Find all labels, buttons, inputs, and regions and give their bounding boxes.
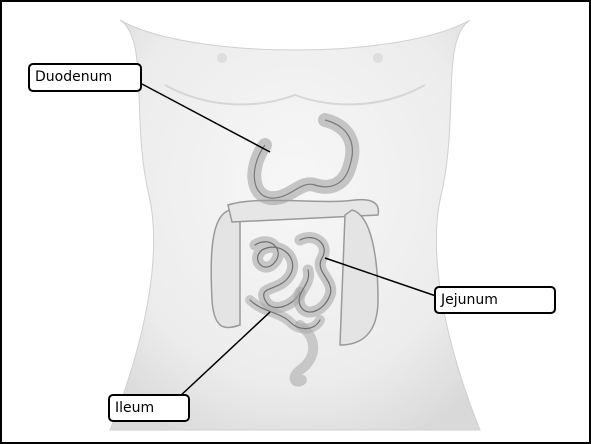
colon <box>211 210 240 327</box>
jejunum-label: Jejunum <box>434 286 556 314</box>
ileum-label: Ileum <box>108 394 190 422</box>
left-nipple <box>217 53 227 63</box>
duodenum-label: Duodenum <box>28 63 142 92</box>
right-nipple <box>373 53 383 63</box>
